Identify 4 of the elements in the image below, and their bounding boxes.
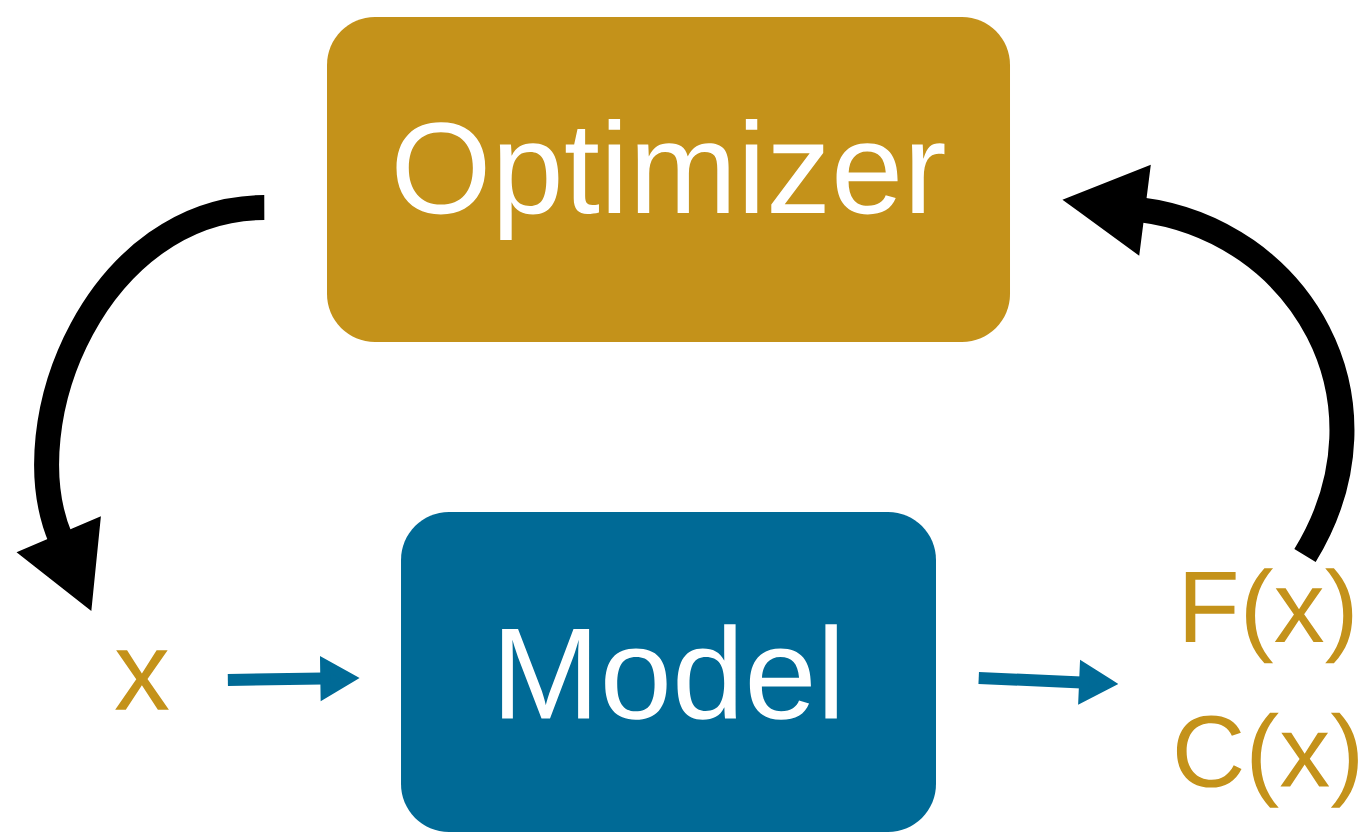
variable-label: x [115,650,169,710]
variable-label: F(x) C(x) [1176,568,1358,808]
process-box: Optimizer [327,17,1010,342]
process-box: Model [401,512,936,832]
